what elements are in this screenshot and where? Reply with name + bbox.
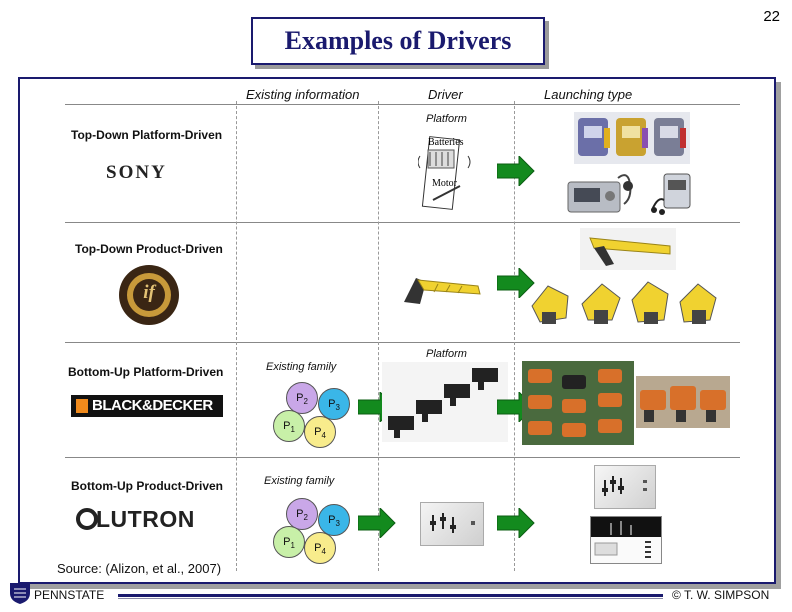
- walkman-family-image: [574, 112, 690, 164]
- black-decker-logo: BLACK&DECKER: [92, 397, 213, 414]
- control-panel-image: [590, 516, 662, 564]
- driver-caption-platform: Platform: [426, 113, 467, 125]
- column-header-launching-type: Launching type: [544, 87, 632, 102]
- row-label-top-down-product: Top-Down Product-Driven: [75, 242, 223, 256]
- header-separator: [65, 104, 740, 105]
- family-bubble-p4: P4: [304, 416, 336, 448]
- lutron-logo: LUTRON: [96, 506, 195, 533]
- cassette-player-image: [566, 168, 636, 216]
- family-bubble-p3: P3: [318, 504, 350, 536]
- drill-family-image: [522, 361, 634, 445]
- motor-label: Motor: [432, 178, 457, 189]
- slide-number: 22: [740, 8, 780, 25]
- slide-title: Examples of Drivers: [251, 17, 545, 65]
- innovation-factory-mark: if: [138, 282, 160, 304]
- existing-family-caption: Existing family: [264, 475, 334, 487]
- row-separator: [65, 457, 740, 458]
- product-driver-image: [398, 264, 484, 310]
- penn-state-shield-icon: [8, 581, 32, 605]
- black-decker-hex-icon: [76, 399, 88, 413]
- row-label-bottom-up-product: Bottom-Up Product-Driven: [71, 479, 223, 493]
- batteries-label: Batteries: [428, 137, 464, 148]
- launched-product-image: [580, 228, 676, 270]
- source-note: Source: (Alizon, et al., 2007): [57, 561, 221, 576]
- row-label-top-down-platform: Top-Down Platform-Driven: [71, 128, 222, 142]
- penn-state-wordmark: PENNSTATE: [34, 588, 104, 602]
- sony-logo: SONY: [106, 162, 167, 184]
- column-header-existing-information: Existing information: [246, 87, 359, 102]
- lighting-control-image: [594, 465, 656, 509]
- family-bubble-p4: P4: [304, 532, 336, 564]
- dimmer-switch-image: [420, 502, 484, 546]
- power-tools-image: [636, 376, 730, 428]
- column-header-driver: Driver: [428, 87, 463, 102]
- row-label-bottom-up-platform: Bottom-Up Platform-Driven: [68, 365, 223, 379]
- footer-rule: [118, 594, 663, 597]
- row-separator: [65, 342, 740, 343]
- author-credit: © T. W. SIMPSON: [672, 588, 769, 602]
- walkman-headphones-image: [648, 170, 694, 216]
- launched-variants-image: [526, 276, 722, 330]
- drill-platform-image: [382, 362, 508, 442]
- family-bubble-p1: P1: [273, 410, 305, 442]
- family-bubble-p1: P1: [273, 526, 305, 558]
- row-separator: [65, 222, 740, 223]
- family-bubble-p3: P3: [318, 388, 350, 420]
- arrow-right-icon: [358, 508, 396, 538]
- footer-rule-thin: [118, 598, 663, 599]
- arrow-right-icon: [497, 156, 535, 186]
- lutron-mark-icon: [76, 508, 98, 530]
- arrow-right-icon: [497, 508, 535, 538]
- existing-family-caption: Existing family: [266, 361, 336, 373]
- column-divider: [236, 101, 237, 571]
- column-divider: [378, 101, 379, 571]
- driver-caption-platform: Platform: [426, 348, 467, 360]
